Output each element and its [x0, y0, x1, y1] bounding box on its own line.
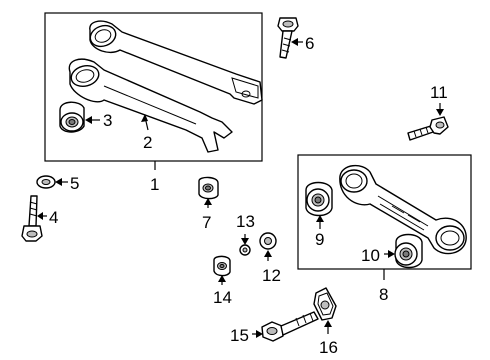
callout-6: 6 — [305, 34, 314, 53]
callout-11: 11 — [430, 83, 448, 102]
callout-10: 10 — [361, 246, 380, 265]
callout-2: 2 — [143, 133, 152, 152]
bolt-15 — [261, 311, 319, 342]
callout-9: 9 — [315, 230, 324, 249]
callout-4: 4 — [49, 208, 58, 227]
washer-5 — [36, 175, 56, 189]
callout-13: 13 — [236, 212, 255, 231]
toe-link-arm — [339, 165, 467, 255]
nut-7 — [198, 176, 219, 200]
nut-14 — [213, 255, 231, 277]
callout-14: 14 — [213, 288, 232, 307]
bolt-6 — [277, 17, 299, 59]
bushing-10 — [394, 233, 423, 269]
callout-16: 16 — [319, 338, 338, 357]
callout-5: 5 — [70, 174, 79, 193]
upper-control-arm — [89, 20, 263, 105]
bushing-9 — [305, 181, 333, 217]
plate-16 — [313, 287, 337, 321]
callout-3: 3 — [103, 111, 112, 130]
washer-13 — [239, 244, 251, 256]
bushing-3 — [59, 101, 85, 133]
group-box-1 — [44, 12, 263, 162]
washer-12 — [259, 232, 277, 250]
lower-control-arm — [68, 58, 233, 153]
callout-1: 1 — [150, 175, 159, 194]
callout-7: 7 — [202, 213, 211, 232]
bolt-11 — [407, 116, 449, 141]
callout-12: 12 — [262, 266, 281, 285]
callout-8: 8 — [379, 285, 388, 304]
bolt-4 — [21, 195, 43, 242]
callout-15: 15 — [230, 326, 249, 345]
